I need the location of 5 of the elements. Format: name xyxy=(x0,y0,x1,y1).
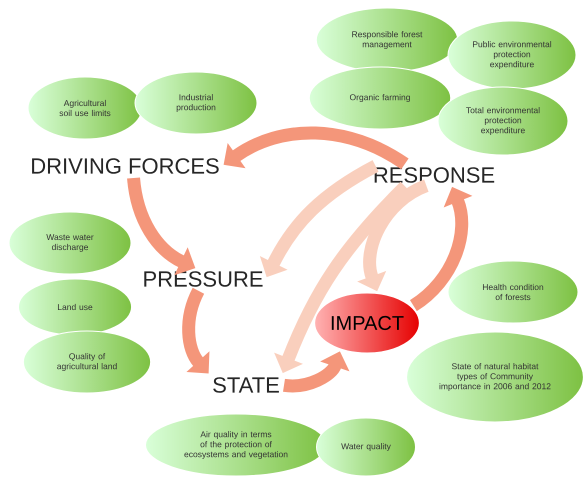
arrow xyxy=(182,288,210,374)
stage-label: DRIVING FORCES xyxy=(32,158,219,174)
stage-label: RESPONSE xyxy=(374,167,494,183)
stage-label: STATE xyxy=(213,377,279,393)
stage-label: PRESSURE xyxy=(144,271,263,287)
